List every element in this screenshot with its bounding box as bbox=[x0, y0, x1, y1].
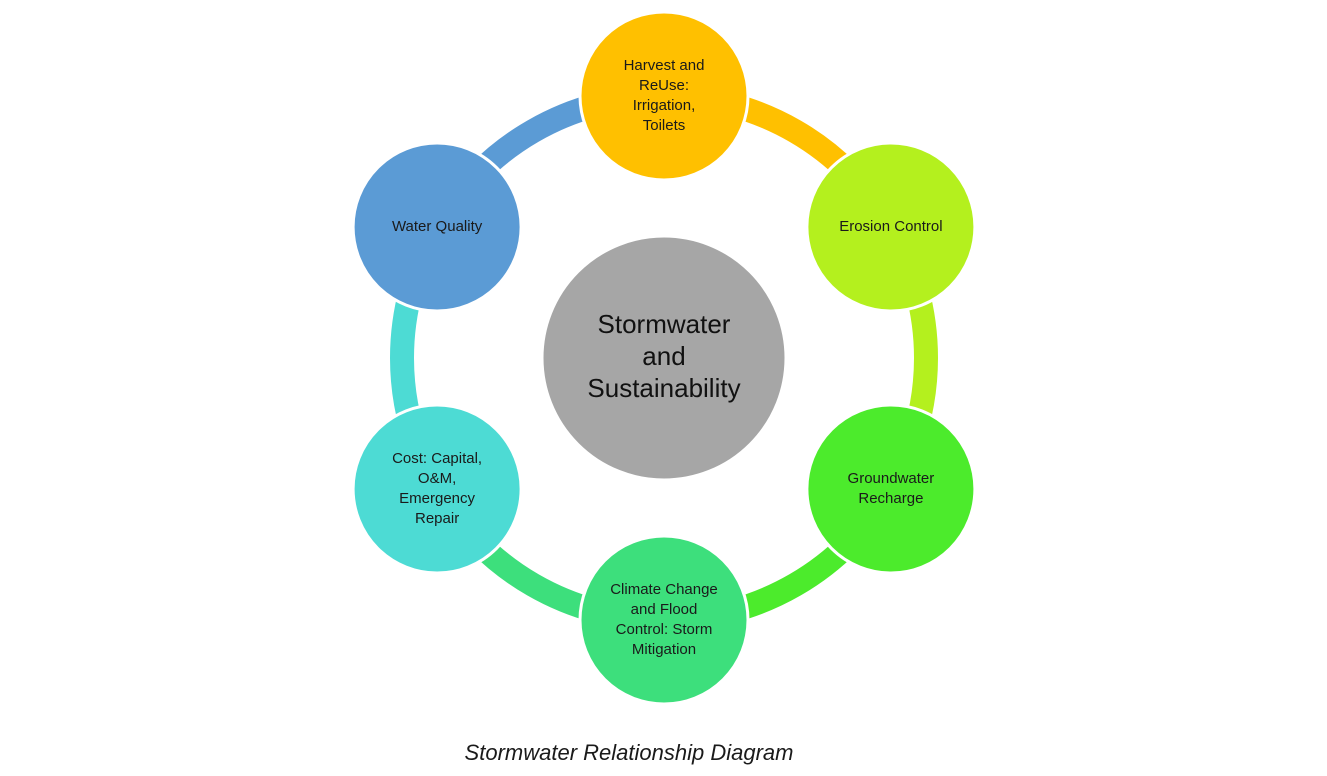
node-circle-erosion bbox=[805, 141, 977, 313]
node-label-cost: O&M, bbox=[418, 470, 456, 487]
node-label-water-quality: Water Quality bbox=[392, 218, 483, 235]
node-label-climate: Mitigation bbox=[632, 641, 696, 658]
node-label-cost: Emergency bbox=[399, 490, 475, 507]
node-label-cost: Repair bbox=[415, 510, 459, 527]
node-label-climate: Control: Storm bbox=[616, 621, 713, 638]
node-circle-climate bbox=[578, 534, 750, 706]
node-label-erosion: Erosion Control bbox=[839, 218, 942, 235]
node-water-quality: Water Quality bbox=[351, 141, 523, 313]
center-circle bbox=[540, 234, 788, 482]
node-label-groundwater: Recharge bbox=[858, 490, 923, 507]
node-label-harvest: Toilets bbox=[643, 117, 686, 134]
center-label: Sustainability bbox=[587, 373, 740, 403]
node-label-harvest: Harvest and bbox=[624, 57, 705, 74]
node-erosion: Erosion Control bbox=[805, 141, 977, 313]
node-label-groundwater: Groundwater bbox=[848, 470, 935, 487]
node-label-harvest: Irrigation, bbox=[633, 97, 696, 114]
center-label: Stormwater bbox=[598, 309, 731, 339]
diagram-caption: Stormwater Relationship Diagram bbox=[464, 740, 794, 765]
node-circle-water-quality bbox=[351, 141, 523, 313]
node-circle-cost bbox=[351, 403, 523, 575]
node-label-harvest: ReUse: bbox=[639, 77, 689, 94]
node-label-cost: Cost: Capital, bbox=[392, 450, 482, 467]
node-circle-harvest bbox=[578, 10, 750, 182]
node-circle-groundwater bbox=[805, 403, 977, 575]
node-label-climate: and Flood bbox=[631, 601, 698, 618]
center-label: and bbox=[642, 341, 685, 371]
node-label-climate: Climate Change bbox=[610, 581, 718, 598]
